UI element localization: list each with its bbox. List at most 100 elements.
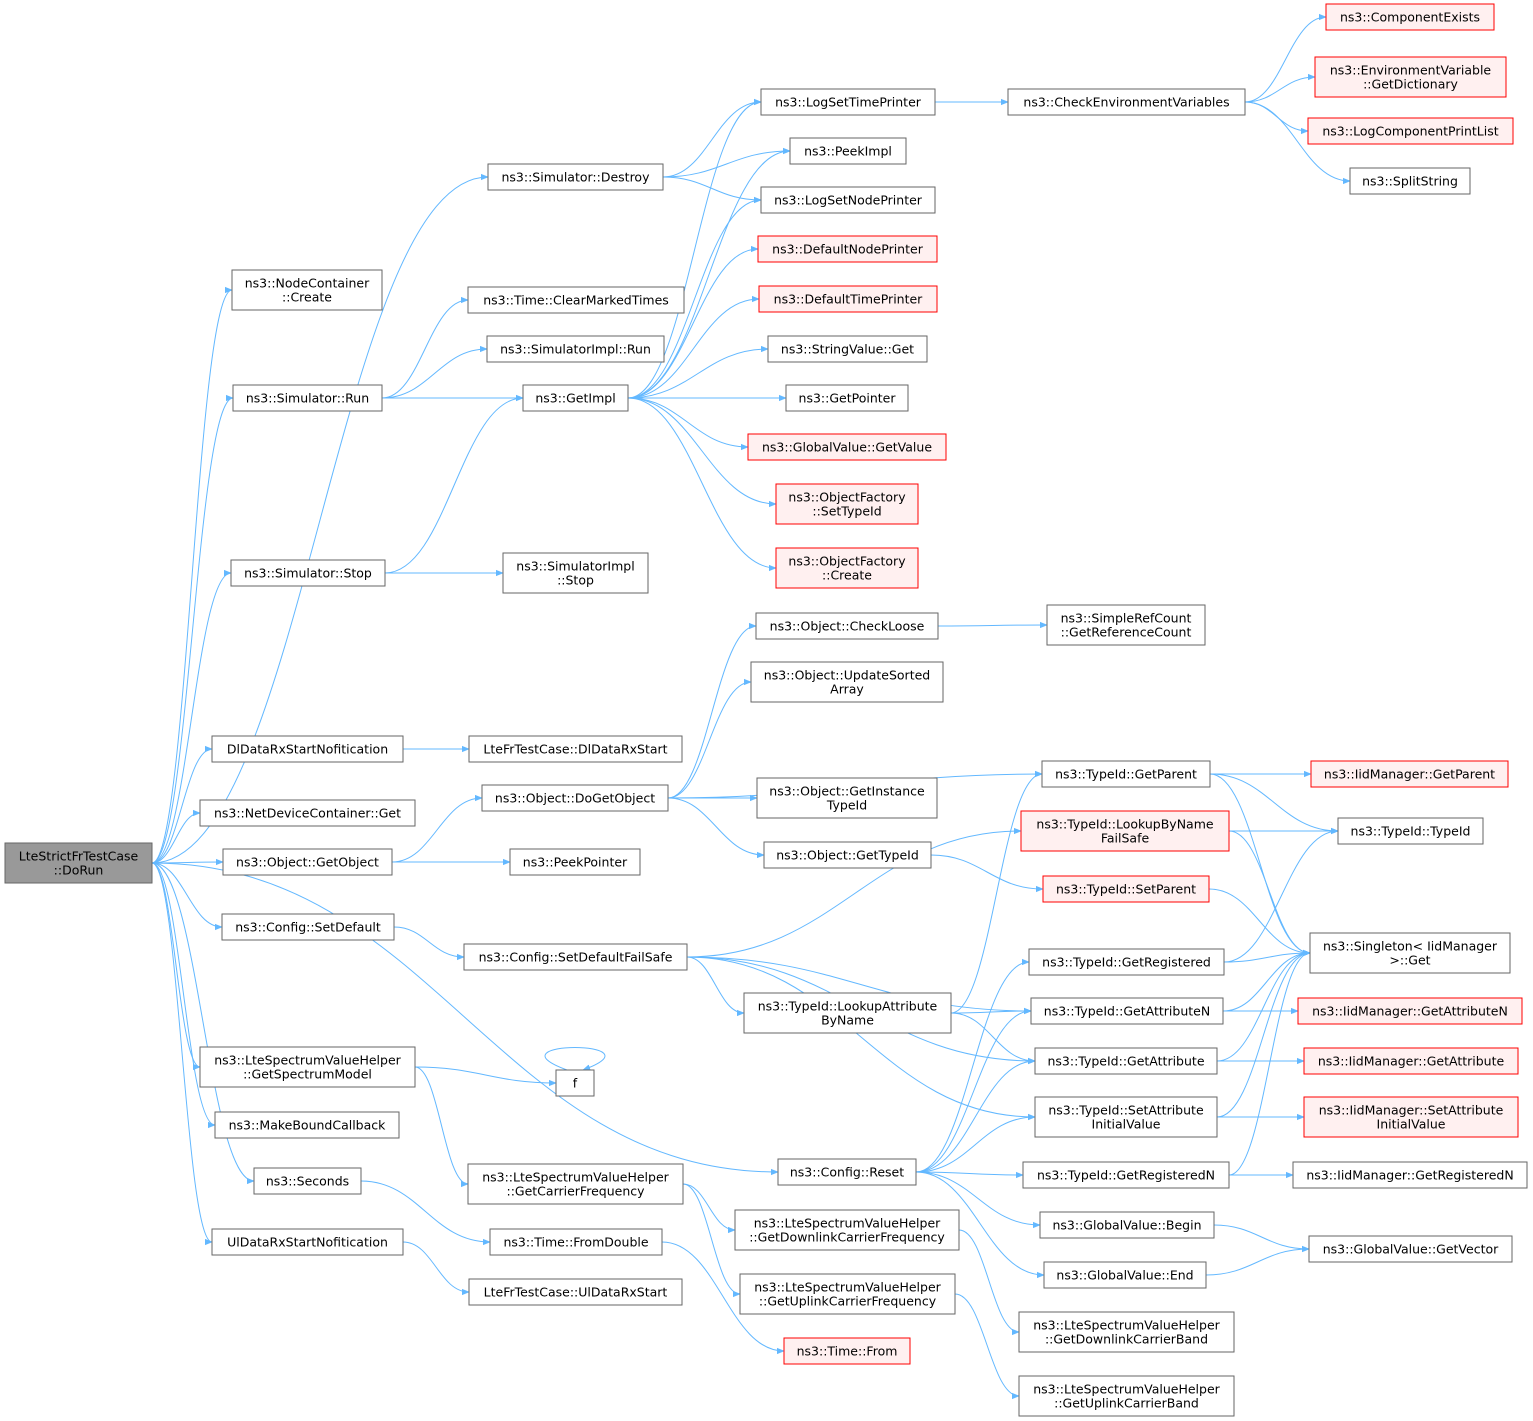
node-makebound[interactable]: ns3::MakeBoundCallback [214,1111,400,1139]
node-uldata[interactable]: UlDataRxStartNofitication [211,1228,404,1256]
node-iid_setattrinit[interactable]: ns3::IidManager::SetAttributeInitialValu… [1303,1096,1519,1138]
node-label: ns3::ComponentExists [1340,10,1480,25]
node-cfg_setdefaultfs[interactable]: ns3::Config::SetDefaultFailSafe [463,943,688,971]
node-box [487,163,664,191]
node-ltefr_dl[interactable]: LteFrTestCase::DlDataRxStart [468,735,683,763]
node-peekpointer[interactable]: ns3::PeekPointer [509,848,641,876]
node-logsettime[interactable]: ns3::LogSetTimePrinter [760,88,936,116]
node-cfg_reset[interactable]: ns3::Config::Reset [777,1158,917,1186]
node-gv_end[interactable]: ns3::GlobalValue::End [1043,1261,1207,1289]
node-label: ::SetTypeId [812,504,881,519]
node-ltesvh_getcarrier[interactable]: ns3::LteSpectrumValueHelper::GetCarrierF… [467,1163,684,1205]
node-label: ns3::TypeId::GetAttributeN [1044,1004,1210,1019]
node-nc_create[interactable]: ns3::NodeContainer::Create [231,269,383,311]
node-label: LteFrTestCase::UlDataRxStart [484,1285,668,1300]
node-of_create[interactable]: ns3::ObjectFactory::Create [775,547,919,589]
node-tid_getattr[interactable]: ns3::TypeId::GetAttribute [1034,1047,1218,1075]
node-box [1307,117,1514,145]
node-of_settypeid[interactable]: ns3::ObjectFactory::SetTypeId [775,483,919,525]
node-ltesvh_getdlband[interactable]: ns3::LteSpectrumValueHelper::GetDownlink… [1018,1311,1235,1353]
node-ltesvh_getdlcf[interactable]: ns3::LteSpectrumValueHelper::GetDownlink… [734,1209,960,1251]
node-gv_getvalue[interactable]: ns3::GlobalValue::GetValue [747,433,947,461]
node-envgetdict[interactable]: ns3::EnvironmentVariable::GetDictionary [1314,56,1507,98]
node-logsetnode[interactable]: ns3::LogSetNodePrinter [760,186,936,214]
node-tid_getparent[interactable]: ns3::TypeId::GetParent [1041,760,1211,788]
node-tid_getregistered[interactable]: ns3::TypeId::GetRegistered [1028,948,1225,976]
node-splitstring[interactable]: ns3::SplitString [1349,167,1471,195]
node-label: ns3::LogComponentPrintList [1322,124,1498,139]
edge-tid_getparent-to-singleton_get [1209,773,1311,957]
node-simimpl_stop[interactable]: ns3::SimulatorImpl::Stop [502,552,649,594]
node-label: ns3::TypeId::GetParent [1055,767,1197,782]
node-time_from[interactable]: ns3::Time::From [783,1337,911,1365]
node-sim_run[interactable]: ns3::Simulator::Run [232,384,383,412]
node-peekimpl[interactable]: ns3::PeekImpl [789,137,907,165]
node-label: ns3::Object::UpdateSorted [764,668,930,683]
edge-obj_gettypeid-to-tid_setparent [930,854,1044,893]
node-sim_stop[interactable]: ns3::Simulator::Stop [230,559,386,587]
node-sim_destroy[interactable]: ns3::Simulator::Destroy [487,163,664,191]
node-seconds[interactable]: ns3::Seconds [253,1167,362,1195]
node-logcompprint[interactable]: ns3::LogComponentPrintList [1307,117,1514,145]
node-label: ns3::LteSpectrumValueHelper [214,1053,401,1068]
node-obj_getobject[interactable]: ns3::Object::GetObject [222,848,393,876]
node-obj_checkloose[interactable]: ns3::Object::CheckLoose [755,612,939,640]
node-box [747,433,947,461]
node-ltesvh_getulcf[interactable]: ns3::LteSpectrumValueHelper::GetUplinkCa… [739,1273,956,1315]
node-singleton_get[interactable]: ns3::Singleton< IidManager>::Get [1309,932,1511,974]
node-time_clear[interactable]: ns3::Time::ClearMarkedTimes [467,286,685,314]
node-iid_getattr[interactable]: ns3::IidManager::GetAttribute [1303,1047,1519,1075]
node-tid_getattrn[interactable]: ns3::TypeId::GetAttributeN [1030,997,1224,1025]
node-obj_dogetobject[interactable]: ns3::Object::DoGetObject [481,784,669,812]
node-tid_typeid[interactable]: ns3::TypeId::TypeId [1337,817,1484,845]
node-getimpl[interactable]: ns3::GetImpl [522,384,629,412]
edge-getimpl-to-gv_getvalue [627,397,749,451]
node-dldata[interactable]: DlDataRxStartNofitication [211,735,404,763]
node-box [486,335,665,363]
node-label: ns3::LogSetNodePrinter [774,193,923,208]
node-tid_setparent[interactable]: ns3::TypeId::SetParent [1042,875,1210,903]
node-compexists[interactable]: ns3::ComponentExists [1325,3,1495,31]
edge-tid_setparent-to-singleton_get [1208,888,1311,957]
edge-f-to-f [544,1047,606,1071]
node-box [1030,997,1224,1025]
edge-tid_getattrn-to-singleton_get [1222,949,1311,1012]
node-iid_getattrn[interactable]: ns3::IidManager::GetAttributeN [1297,997,1523,1025]
node-checkenv[interactable]: ns3::CheckEnvironmentVariables [1007,88,1246,116]
node-box [1034,1096,1218,1138]
node-f[interactable]: f [555,1069,595,1097]
node-iid_getparent[interactable]: ns3::IidManager::GetParent [1310,760,1509,788]
node-simimpl_run[interactable]: ns3::SimulatorImpl::Run [486,335,665,363]
node-tid_getregn[interactable]: ns3::TypeId::GetRegisteredN [1022,1161,1230,1189]
node-strval_get[interactable]: ns3::StringValue::Get [767,335,928,363]
node-label: ns3::LteSpectrumValueHelper [754,1216,941,1231]
node-label: ns3::Simulator::Destroy [502,170,651,185]
node-gv_begin[interactable]: ns3::GlobalValue::Begin [1039,1211,1215,1239]
node-iid_getregn[interactable]: ns3::IidManager::GetRegisteredN [1292,1161,1528,1189]
node-ltefr_ul[interactable]: LteFrTestCase::UlDataRxStart [468,1278,683,1306]
node-label: ns3::TypeId::GetRegisteredN [1037,1168,1215,1183]
node-gv_getvector[interactable]: ns3::GlobalValue::GetVector [1308,1235,1513,1263]
edge-cfg_reset-to-tid_getregn [915,1171,1024,1179]
node-deftime[interactable]: ns3::DefaultTimePrinter [758,285,938,313]
node-defnode[interactable]: ns3::DefaultNodePrinter [757,235,938,263]
node-ltesvh_getulband[interactable]: ns3::LteSpectrumValueHelper::GetUplinkCa… [1018,1375,1235,1417]
node-label: ns3::GlobalValue::GetVector [1323,1242,1499,1257]
node-time_fromdouble[interactable]: ns3::Time::FromDouble [489,1228,663,1256]
node-ndc_get[interactable]: ns3::NetDeviceContainer::Get [199,799,416,827]
node-box [743,992,952,1034]
node-srefcount[interactable]: ns3::SimpleRefCount::GetReferenceCount [1046,604,1206,646]
node-label: ns3::TypeId::GetAttribute [1047,1054,1204,1069]
node-label: ns3::TypeId::SetParent [1056,882,1196,897]
node-ltesvh_getmodel[interactable]: ns3::LteSpectrumValueHelper::GetSpectrum… [199,1046,416,1088]
node-box [467,286,685,314]
node-obj_gettypeid[interactable]: ns3::Object::GetTypeId [763,841,932,869]
node-getpointer[interactable]: ns3::GetPointer [785,384,909,412]
node-cfg_setdefault[interactable]: ns3::Config::SetDefault [221,913,395,941]
